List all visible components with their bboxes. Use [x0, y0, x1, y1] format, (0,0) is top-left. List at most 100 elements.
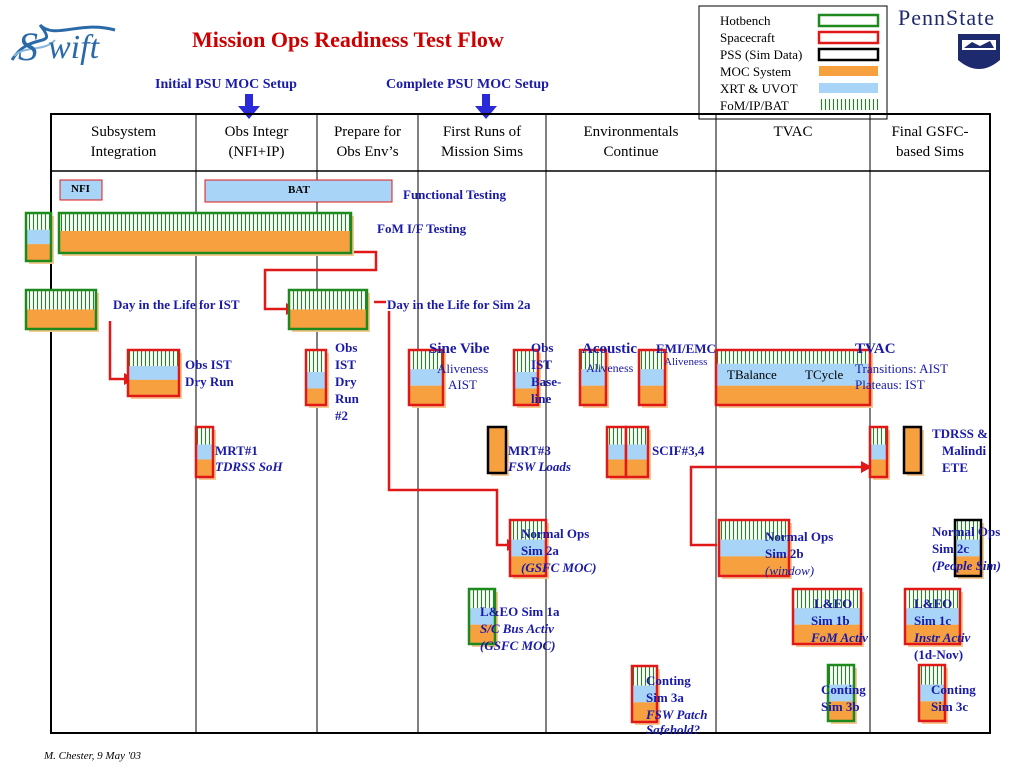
box-fom-if-testing: [57, 211, 354, 256]
column-header-line1: Final GSFC-: [891, 124, 969, 140]
sine-vibe-label: Sine Vibe: [429, 341, 490, 357]
label-line: Conting: [821, 682, 866, 697]
sine-vibe-aliveness: Aliveness: [437, 361, 489, 376]
box-tvac: [714, 348, 873, 408]
phase-arrow-initial: [238, 94, 260, 119]
column-header-line1: Environmentals: [583, 124, 679, 140]
label-line: Run: [335, 391, 359, 406]
legend-swatch-hotbench: [817, 13, 880, 28]
sine-vibe-aist: AIST: [448, 377, 477, 392]
nfi-bar: [59, 179, 103, 201]
mrt1-label: MRT#1: [215, 443, 258, 458]
functional-testing-label: Functional Testing: [403, 187, 506, 202]
leo-sim1a-label: L&EO Sim 1a S/C Bus Activ (GSFC MOC): [480, 603, 559, 654]
label-line: Sim 1c: [914, 613, 952, 628]
box-conting-3c: [917, 663, 948, 724]
column-header-line1: Prepare for: [333, 124, 402, 140]
mrt3-label: MRT#3: [508, 443, 551, 458]
label-line: Conting: [646, 673, 691, 688]
column-header-line2: Continue: [603, 144, 659, 160]
column-header-line2: (NFI+IP): [228, 144, 285, 160]
pennstate-shield: [958, 34, 1000, 69]
label-line: Sim 1b: [811, 613, 850, 628]
label-line: (1d-Nov): [914, 647, 964, 662]
scif-label: SCIF#3,4: [652, 443, 705, 458]
label-line: (People Sim): [932, 558, 1001, 573]
box-ditl-sim2a: [287, 288, 370, 332]
box-normal-ops-2a: [508, 518, 549, 579]
phase-label-initial: Initial PSU MOC Setup: [155, 77, 297, 92]
emi-emc-label: EMI/EMC: [656, 341, 716, 356]
footer-credit: M. Chester, 9 May '03: [44, 750, 142, 762]
box-obs-ist-run2: [304, 348, 329, 408]
flow-connector: [263, 250, 378, 311]
label-line: Sim 2a: [521, 543, 559, 558]
normal-ops-sim2a-label: Normal Ops Sim 2a (GSFC MOC): [521, 525, 597, 576]
box-scif-4: [624, 425, 651, 480]
box-leo-1b: [791, 587, 864, 647]
leo-sim1b-label: L&EO Sim 1b FoM Activ: [811, 595, 868, 646]
box-hotbench-left: [24, 211, 54, 264]
label-line: (window): [765, 563, 815, 578]
phase-label-complete: Complete PSU MOC Setup: [386, 77, 549, 92]
conting-sim3a-label: Conting Sim 3a FSW Patch Safehold?: [646, 672, 708, 735]
label-line: Normal Ops: [521, 526, 590, 541]
legend-swatch-fom: [819, 99, 878, 110]
conting-sim3c-label: Conting Sim 3c: [931, 681, 976, 715]
label-line: Dry Run: [185, 374, 234, 389]
flow-connector: [387, 311, 509, 547]
label-line: line: [531, 391, 552, 406]
box-tdrss-hot: [868, 425, 890, 480]
legend-swatch-xrt: [819, 83, 878, 93]
obs-ist-dry-run-label: Obs IST Dry Run: [185, 356, 234, 390]
legend-swatch-pss: [817, 47, 880, 62]
normal-ops-sim2b-label: Normal Ops Sim 2b (window): [765, 528, 833, 579]
label-line: L&EO: [914, 596, 953, 611]
box-tdrss-pss: [902, 425, 924, 476]
tbalance-label: TBalance: [727, 367, 777, 382]
label-line: Normal Ops: [932, 524, 1001, 539]
label-line: Normal Ops: [765, 529, 834, 544]
label-line: IST: [531, 357, 552, 372]
nfi-label: NFI: [71, 183, 90, 195]
box-acoustic: [578, 348, 609, 408]
tvac-transitions: Transitions: AIST: [855, 361, 949, 376]
label-line: Sim 3b: [821, 699, 860, 714]
bat-bar: [204, 179, 393, 203]
conting-sim3b-label: Conting Sim 3b: [821, 681, 866, 715]
svg-text:wift: wift: [48, 29, 101, 66]
label-line: FSW Patch: [646, 707, 708, 722]
flow-connector: [108, 321, 126, 381]
box-leo-1c: [903, 587, 963, 647]
table-frame: [50, 113, 991, 734]
label-line: Conting: [931, 682, 976, 697]
box-leo-1a: [467, 587, 498, 647]
page-title: Mission Ops Readiness Test Flow: [192, 27, 504, 52]
legend-label-moc: MOC System: [720, 64, 792, 79]
legend-swatch-spacecraft: [817, 30, 880, 45]
box-mrt1: [194, 425, 216, 480]
column-header-line2: Obs Env’s: [336, 144, 399, 160]
bat-label: BAT: [288, 184, 310, 196]
tvac-title: TVAC: [855, 341, 896, 357]
acoustic-label: Acoustic: [582, 341, 637, 357]
column-header: Obs Integr(NFI+IP): [196, 122, 317, 162]
label-line: S/C Bus Activ: [480, 621, 554, 636]
box-mrt3: [486, 425, 509, 476]
label-line: Obs IST: [185, 357, 232, 372]
label-line: Base-: [531, 374, 562, 389]
flow-connector: [689, 465, 863, 547]
column-header: Final GSFC-based Sims: [870, 122, 990, 162]
mrt1-sub: TDRSS SoH: [215, 459, 283, 474]
tvac-plateaus: Plateaus: IST: [855, 377, 925, 392]
label-line: IST: [335, 357, 356, 372]
box-conting-3a: [630, 664, 660, 725]
label-line: TDRSS &: [932, 426, 988, 441]
leo-sim1c-label: L&EO Sim 1c Instr Activ (1d-Nov): [914, 595, 970, 663]
label-line: Malindi: [942, 443, 987, 458]
swift-logo: S wift: [10, 23, 116, 69]
box-ditl-ist: [24, 288, 99, 332]
